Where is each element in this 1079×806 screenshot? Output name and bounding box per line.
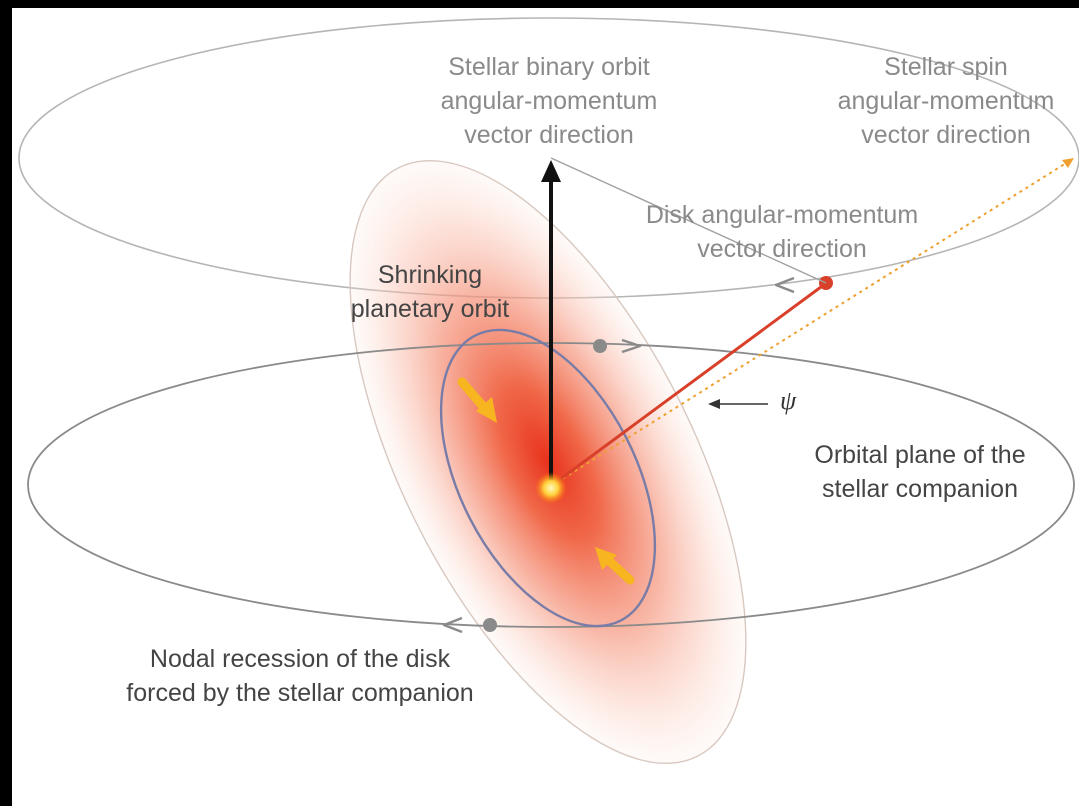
disk-angular-momentum-label: Disk angular-momentum vector direction	[612, 198, 952, 266]
stellar-spin-label-line1: Stellar spin	[884, 53, 1008, 81]
disk-label-line2: vector direction	[697, 235, 867, 263]
orbital-plane-label: Orbital plane of the stellar companion	[780, 438, 1060, 506]
binary-orbit-label-line2: angular-momentum	[440, 87, 658, 115]
inward-arrow-lower-icon	[595, 547, 635, 585]
disk-label-line1: Disk angular-momentum	[645, 201, 919, 229]
nodal-recession-label: Nodal recession of the disk forced by th…	[80, 642, 520, 710]
nodal-label-line2: forced by the stellar companion	[126, 679, 474, 707]
spin-vector-line	[550, 159, 1072, 487]
shrinking-label-line1: Shrinking	[377, 261, 483, 289]
stellar-spin-label: Stellar spin angular-momentum vector dir…	[815, 50, 1077, 152]
binary-orbit-label: Stellar binary orbit angular-momentum ve…	[404, 50, 694, 152]
psi-pointer-arrow-icon	[708, 399, 720, 409]
inward-arrow-upper-icon	[457, 377, 497, 423]
orbital-plane-label-line2: stellar companion	[822, 475, 1018, 503]
direction-arrow-icon	[774, 276, 795, 294]
direction-arrow-icon	[621, 338, 642, 354]
disk-vector-line	[550, 282, 826, 488]
binary-vector-arrow-icon	[541, 160, 561, 182]
stellar-spin-label-line3: vector direction	[861, 121, 1031, 149]
spin-vector-arrow-icon	[1062, 158, 1074, 168]
star-glow	[535, 472, 567, 504]
stellar-spin-label-line2: angular-momentum	[837, 87, 1055, 115]
planetary-orbit-ellipse	[439, 328, 657, 628]
shrinking-orbit-label: Shrinking planetary orbit	[330, 258, 530, 326]
node-dot-icon	[593, 339, 607, 353]
node-dot-icon	[483, 618, 497, 632]
binary-orbit-label-line1: Stellar binary orbit	[448, 53, 650, 81]
direction-arrow-icon	[442, 616, 463, 634]
binary-orbit-label-line3: vector direction	[464, 121, 634, 149]
nodal-label-line1: Nodal recession of the disk	[149, 645, 451, 673]
shrinking-label-line2: planetary orbit	[350, 295, 510, 323]
psi-symbol: ψ	[780, 386, 797, 415]
precession-guide-line	[550, 157, 827, 284]
disk-gradient	[349, 159, 747, 765]
orbital-plane-label-line1: Orbital plane of the	[814, 441, 1026, 469]
